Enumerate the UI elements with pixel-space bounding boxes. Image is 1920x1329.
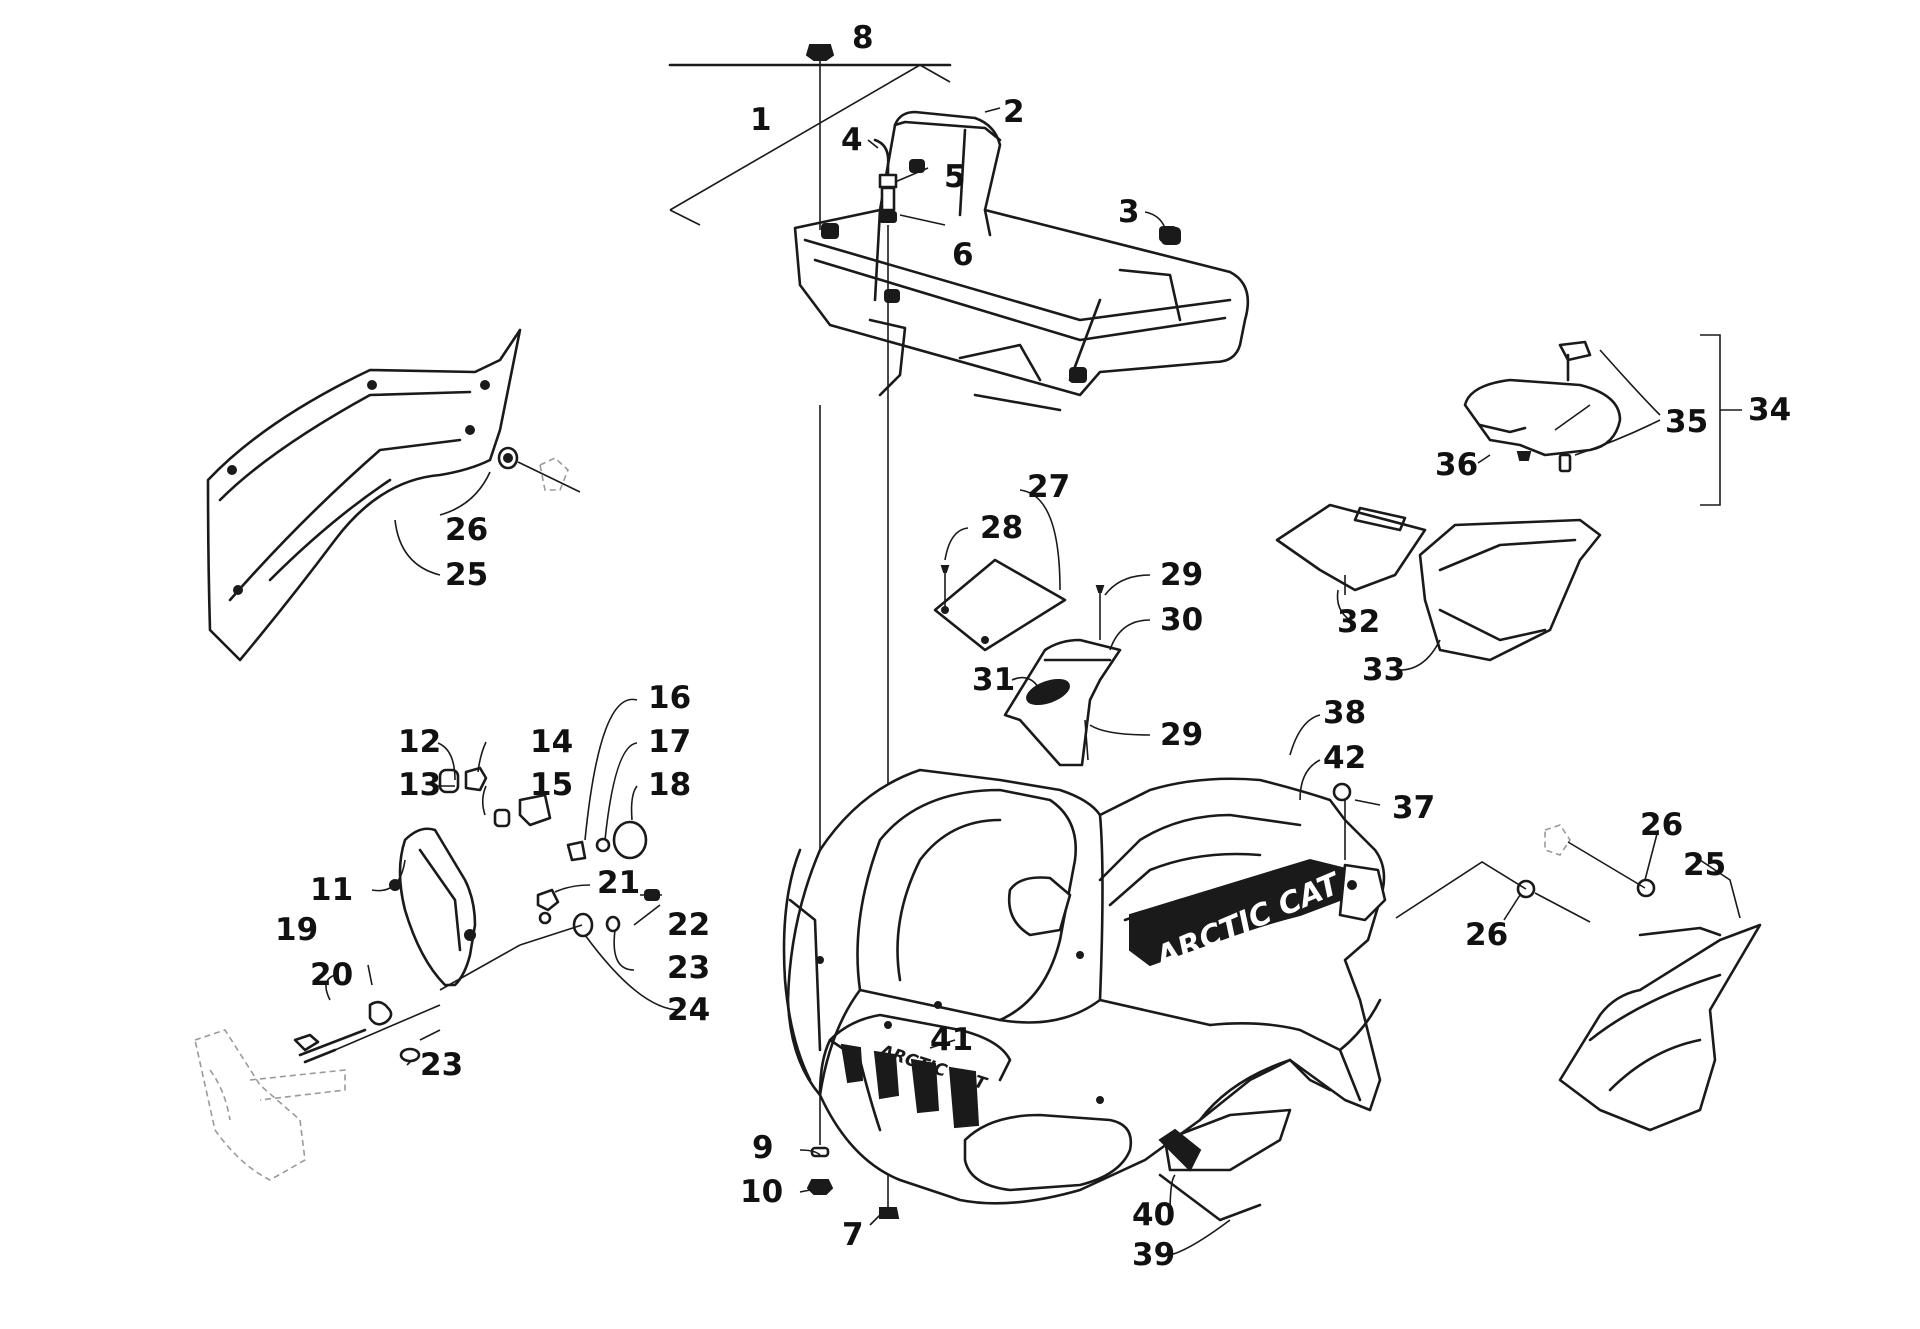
callout-17: 17	[648, 724, 691, 760]
callout-15: 15	[530, 767, 573, 803]
callout-21: 21	[597, 865, 640, 901]
callout-26b: 26	[1640, 807, 1683, 843]
callout-29a: 29	[1160, 557, 1203, 593]
callout-20: 20	[310, 957, 353, 993]
callout-16: 16	[648, 680, 691, 716]
callout-25a: 25	[445, 557, 488, 593]
callout-18: 18	[648, 767, 691, 803]
callout-1: 1	[750, 102, 772, 138]
front-rack	[668, 63, 1250, 412]
callout-3: 3	[1118, 194, 1140, 230]
callout-9: 9	[752, 1130, 774, 1166]
headlight-assembly	[194, 766, 662, 1181]
fender-flare-left	[206, 328, 581, 662]
callout-5: 5	[944, 159, 966, 195]
callout-34: 34	[1748, 392, 1791, 428]
callout-32: 32	[1337, 604, 1380, 640]
callout-leaders	[325, 107, 1741, 1256]
callout-2: 2	[1003, 94, 1025, 130]
fender-flare-right	[1395, 824, 1762, 1132]
callout-41: 41	[930, 1022, 973, 1058]
callout-30: 30	[1160, 602, 1203, 638]
callout-35: 35	[1665, 404, 1708, 440]
callout-29b: 29	[1160, 717, 1203, 753]
callout-26c: 26	[1465, 917, 1508, 953]
panel-27	[933, 558, 1067, 652]
callout-8: 8	[852, 20, 874, 56]
callout-6: 6	[952, 237, 974, 273]
callout-36: 36	[1435, 447, 1478, 483]
callout-23a: 23	[667, 950, 710, 986]
callout-4: 4	[841, 122, 863, 158]
callout-19: 19	[275, 912, 318, 948]
callout-33: 33	[1362, 652, 1405, 688]
storage-box	[1275, 503, 1602, 662]
callout-27: 27	[1027, 469, 1070, 505]
callout-22: 22	[667, 907, 710, 943]
callout-26a: 26	[445, 512, 488, 548]
callout-labels: 1 2 3 4 5 6 7 8 9 10 11 12 13 14 15 16 1…	[275, 20, 1791, 1273]
callout-11: 11	[310, 872, 353, 908]
callout-40: 40	[1132, 1197, 1175, 1233]
callout-13: 13	[398, 767, 441, 803]
callout-28: 28	[980, 510, 1023, 546]
callout-25b: 25	[1683, 847, 1726, 883]
callout-31: 31	[972, 662, 1015, 698]
callout-39: 39	[1132, 1237, 1175, 1273]
callout-38: 38	[1323, 695, 1366, 731]
callout-7: 7	[842, 1217, 864, 1253]
plate-30	[1003, 585, 1122, 767]
callout-42: 42	[1323, 740, 1366, 776]
callout-14: 14	[530, 724, 573, 760]
lid-assembly	[1463, 334, 1742, 506]
callout-23b: 23	[420, 1047, 463, 1083]
callout-37: 37	[1392, 790, 1435, 826]
callout-24: 24	[667, 992, 710, 1028]
callout-12: 12	[398, 724, 441, 760]
callout-10: 10	[740, 1174, 783, 1210]
front-body-panel: ARCTIC CAT ARCTIC CAT	[782, 768, 1387, 1222]
